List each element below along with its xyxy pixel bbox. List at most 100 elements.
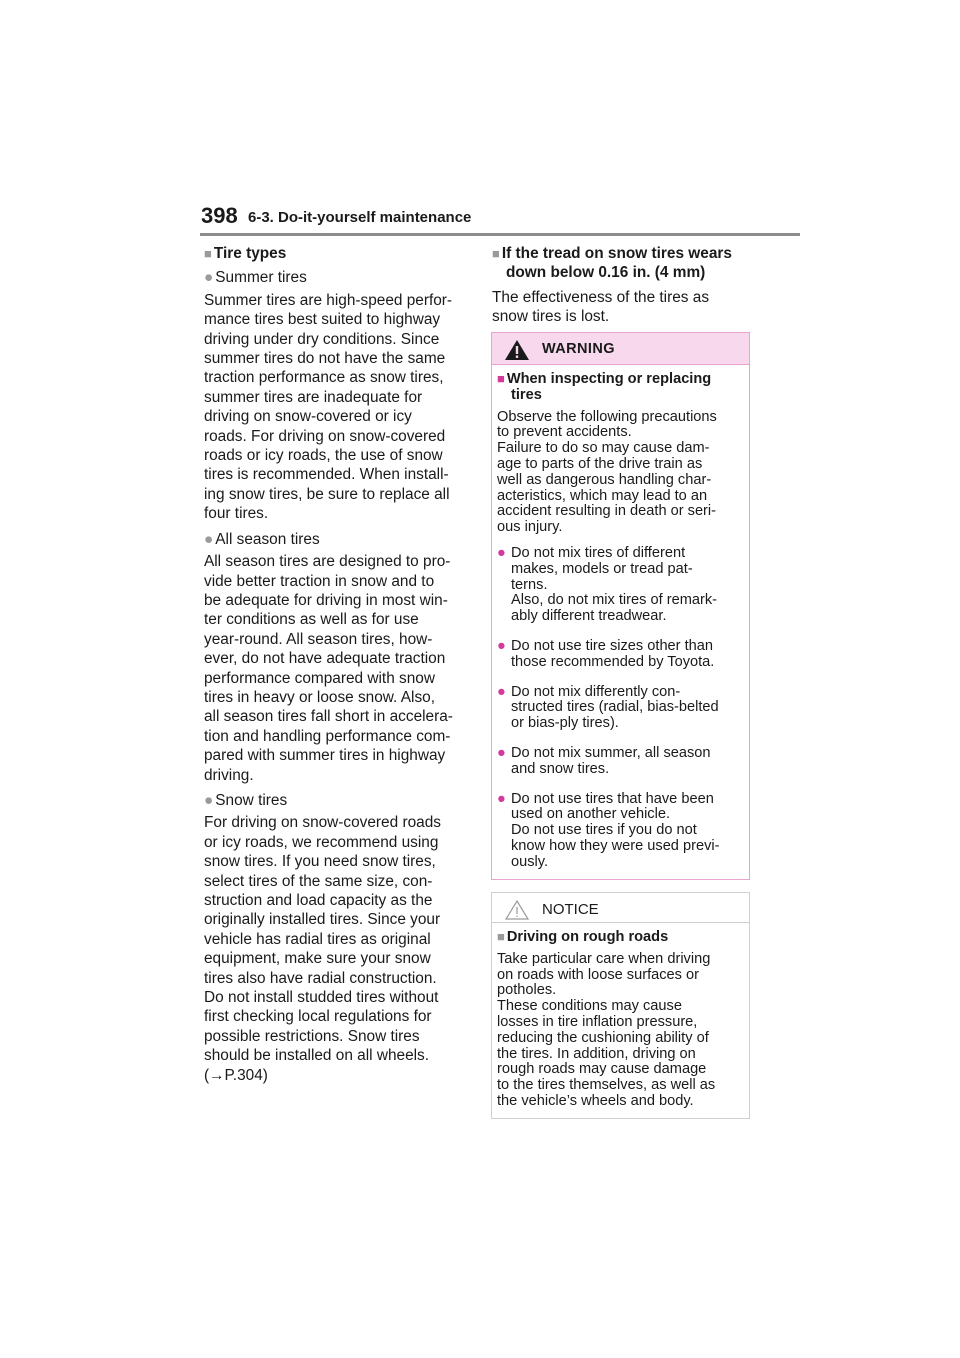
text-line: age to parts of the drive train as xyxy=(497,455,703,472)
notice-box: NOTICE ■Driving on rough roads Take part… xyxy=(491,892,750,1119)
circle-bullet-icon: ● xyxy=(497,744,506,761)
notice-title: NOTICE xyxy=(542,901,599,918)
page-header: 398 6-3. Do-it-yourself maintenance xyxy=(200,203,800,237)
text-line: ably different treadwear. xyxy=(511,608,667,625)
text-line: year-round. All season tires, how- xyxy=(204,630,433,648)
warning-title-bar: WARNING xyxy=(492,333,749,365)
text-line: Do not mix summer, all season xyxy=(511,744,711,761)
summer-tires-paragraph: Summer tires are high-speed perfor- manc… xyxy=(204,291,470,524)
circle-bullet-icon: ● xyxy=(204,530,214,548)
circle-bullet-icon: ● xyxy=(497,683,506,700)
text-line: Do not use tire sizes other than xyxy=(511,637,713,654)
text-line: vide better traction in snow and to xyxy=(204,572,435,590)
text-line: All season tires are designed to pro- xyxy=(204,553,451,571)
text-line: the vehicle’s wheels and body. xyxy=(497,1092,694,1109)
text-line: driving on snow-covered or icy xyxy=(204,408,412,426)
text-line: Failure to do so may cause dam- xyxy=(497,440,710,457)
text-line: roads or icy roads, the use of snow xyxy=(204,447,443,465)
text-line: snow tires is lost. xyxy=(492,308,610,326)
circle-bullet-icon: ● xyxy=(204,791,214,809)
warning-bullet: ● Do not mix differently con- structed t… xyxy=(497,683,744,732)
text-line: those recommended by Toyota. xyxy=(511,653,715,670)
text-line: to prevent accidents. xyxy=(497,424,632,441)
text-line: losses in tire inflation pressure, xyxy=(497,1013,698,1030)
notice-heading: ■Driving on rough roads xyxy=(497,929,669,945)
text-line: makes, models or tread pat- xyxy=(511,560,693,577)
warning-bullet: ● Do not use tires that have been used o… xyxy=(497,791,744,871)
text-line: Do not use tires if you do not xyxy=(511,822,697,839)
text-line: potholes. xyxy=(497,982,557,999)
text-line: or bias-ply tires). xyxy=(511,715,619,732)
text-line: mance tires best suited to highway xyxy=(204,311,441,329)
page-number: 398 xyxy=(201,203,238,228)
text-line: select tires of the same size, con- xyxy=(204,872,433,890)
text-line: ter conditions as well as for use xyxy=(204,611,419,629)
text-line: tires also have radial construction. xyxy=(204,969,437,987)
text-line: roads. For driving on snow-covered xyxy=(204,427,446,445)
snow-tires-paragraph: For driving on snow-covered roads or icy… xyxy=(204,813,470,1085)
tread-paragraph: The effectiveness of the tires as snow t… xyxy=(492,288,752,327)
text-line: structed tires (radial, bias-belted xyxy=(511,699,719,716)
text-line: Do not mix tires of different xyxy=(511,544,686,561)
text-line: well as dangerous handling char- xyxy=(497,471,712,488)
text-line: vehicle has radial tires as original xyxy=(204,930,431,948)
text-line: Observe the following precautions xyxy=(497,408,717,425)
text-line: summer tires are inadequate for xyxy=(204,388,423,406)
all-season-tires-bullet: ●All season tires xyxy=(204,530,320,548)
circle-bullet-icon: ● xyxy=(204,269,214,287)
text-line: Take particular care when driving xyxy=(497,950,711,967)
all-season-tires-paragraph: All season tires are designed to pro- vi… xyxy=(204,552,470,785)
text-line: summer tires do not have the same xyxy=(204,350,446,368)
text-line: be adequate for driving in most win- xyxy=(204,591,448,609)
text-line: tires is recommended. When install- xyxy=(204,466,449,484)
notice-title-bar: NOTICE xyxy=(492,893,749,923)
page-reference-link[interactable]: (→P.304) xyxy=(204,1066,268,1084)
text-line: Do not mix differently con- xyxy=(511,683,681,700)
text-line: snow tires. If you need snow tires, xyxy=(204,853,436,871)
notice-paragraph: Take particular care when driving on roa… xyxy=(497,950,744,1110)
text-line: ous injury. xyxy=(497,519,563,536)
text-line: first checking local regulations for xyxy=(204,1008,432,1026)
text-line: ever, do not have adequate traction xyxy=(204,650,446,668)
text-line: ing snow tires, be sure to replace all xyxy=(204,485,450,503)
text-line: four tires. xyxy=(204,505,269,523)
text-line: driving under dry conditions. Since xyxy=(204,330,440,348)
circle-bullet-icon: ● xyxy=(497,544,506,561)
text-line: or icy roads, we recommend using xyxy=(204,833,439,851)
text-line: equipment, make sure your snow xyxy=(204,950,431,968)
caution-triangle-icon xyxy=(504,899,530,920)
text-line: the tires. In addition, driving on xyxy=(497,1045,696,1062)
text-line: traction performance as snow tires, xyxy=(204,369,444,387)
warning-title: WARNING xyxy=(542,341,615,357)
text-line: reducing the cushioning ability of xyxy=(497,1029,709,1046)
text-line: and snow tires. xyxy=(511,760,610,777)
text-line: driving. xyxy=(204,766,254,784)
warning-bullet: ● Do not mix summer, all season and snow… xyxy=(497,744,744,778)
text-line: to the tires themselves, as well as xyxy=(497,1077,716,1094)
text-line: performance compared with snow xyxy=(204,669,435,687)
text-line: The effectiveness of the tires as xyxy=(492,288,710,306)
text-line: tion and handling performance com- xyxy=(204,727,451,745)
text-line: should be installed on all wheels. xyxy=(204,1047,430,1065)
notice-body: ■Driving on rough roads Take particular … xyxy=(492,923,749,1118)
text-line: tires in heavy or loose snow. Also, xyxy=(204,688,435,706)
header-divider xyxy=(200,233,800,236)
text-line: on roads with loose surfaces or xyxy=(497,966,699,983)
text-line: terns. xyxy=(511,576,548,593)
summer-tires-bullet: ●Summer tires xyxy=(204,269,307,287)
section-title: 6-3. Do-it-yourself maintenance xyxy=(248,209,472,226)
square-bullet-icon: ■ xyxy=(497,371,505,386)
left-column: ■Tire types ●Summer tires Summer tires a… xyxy=(204,244,470,1091)
text-line: originally installed tires. Since your xyxy=(204,911,441,929)
text-line: These conditions may cause xyxy=(497,998,682,1015)
warning-bullet: ● Do not use tire sizes other than those… xyxy=(497,637,744,671)
square-bullet-icon: ■ xyxy=(204,246,212,261)
text-line: Also, do not mix tires of remark- xyxy=(511,592,717,609)
warning-triangle-icon xyxy=(505,340,529,360)
text-line: acteristics, which may lead to an xyxy=(497,487,708,504)
